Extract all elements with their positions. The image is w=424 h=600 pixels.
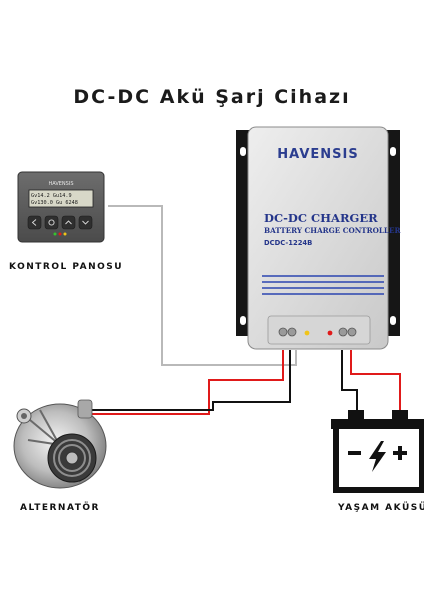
battery-icon (331, 410, 424, 493)
lcd-screen (28, 189, 94, 208)
lightning-bolt-icon (369, 441, 386, 472)
up-button[interactable] (61, 215, 76, 230)
control-panel-label: KONTROL PANOSU (9, 262, 123, 272)
battery-terminals (338, 327, 357, 337)
minus-icon (348, 451, 361, 455)
status-led-red (327, 330, 333, 336)
charger-brand-logo: HAVENSIS (277, 147, 358, 162)
charger-title: DC-DC CHARGER (264, 211, 378, 225)
circle-icon (48, 219, 55, 226)
mounting-hole-icon (240, 316, 246, 325)
lcd-row-1: Gv14.2 Gu14.9 (31, 193, 72, 199)
chevron-left-icon (31, 219, 37, 226)
battery-wires (341, 350, 401, 412)
charger-stripes (262, 275, 384, 295)
status-led-yellow (304, 330, 310, 336)
alternator-label: ALTERNATÖR (20, 502, 100, 513)
ok-button[interactable] (44, 215, 59, 230)
alternator-wires (82, 350, 291, 415)
mounting-hole-icon (240, 147, 246, 156)
down-button[interactable] (78, 215, 93, 230)
left-button[interactable] (27, 215, 42, 230)
plus-icon (393, 446, 407, 460)
panel-led-red (58, 232, 62, 236)
terminal-block (267, 315, 371, 345)
panel-led-yellow (63, 232, 67, 236)
control-panel-brand-logo: HAVENSIS (48, 181, 73, 187)
chevron-up-icon (65, 220, 72, 225)
mounting-bracket-right (386, 130, 400, 336)
panel-led-green (53, 232, 57, 236)
lcd-row-2: Gv130.0 Gu 6248 (31, 200, 78, 206)
alternator-terminals (278, 327, 297, 337)
mounting-hole-icon (390, 316, 396, 325)
charger-unit: HAVENSIS DC-DC CHARGER BATTERY CHARGE CO… (236, 126, 401, 350)
battery-label: YAŞAM AKÜSÜ (337, 502, 424, 513)
signal-wire (108, 205, 297, 366)
page-title: DC-DC Akü Şarj Cihazı (73, 86, 351, 108)
chevron-down-icon (82, 220, 89, 225)
charger-model: DCDC-1224B (264, 239, 312, 247)
mounting-hole-icon (390, 147, 396, 156)
control-panel: HAVENSIS Gv14.2 Gu14.9 Gv130.0 Gu 6248 (17, 171, 105, 243)
mounting-bracket-left (236, 130, 250, 336)
alternator-icon (13, 399, 107, 489)
charger-subtitle: BATTERY CHARGE CONTROLLER (264, 226, 401, 235)
